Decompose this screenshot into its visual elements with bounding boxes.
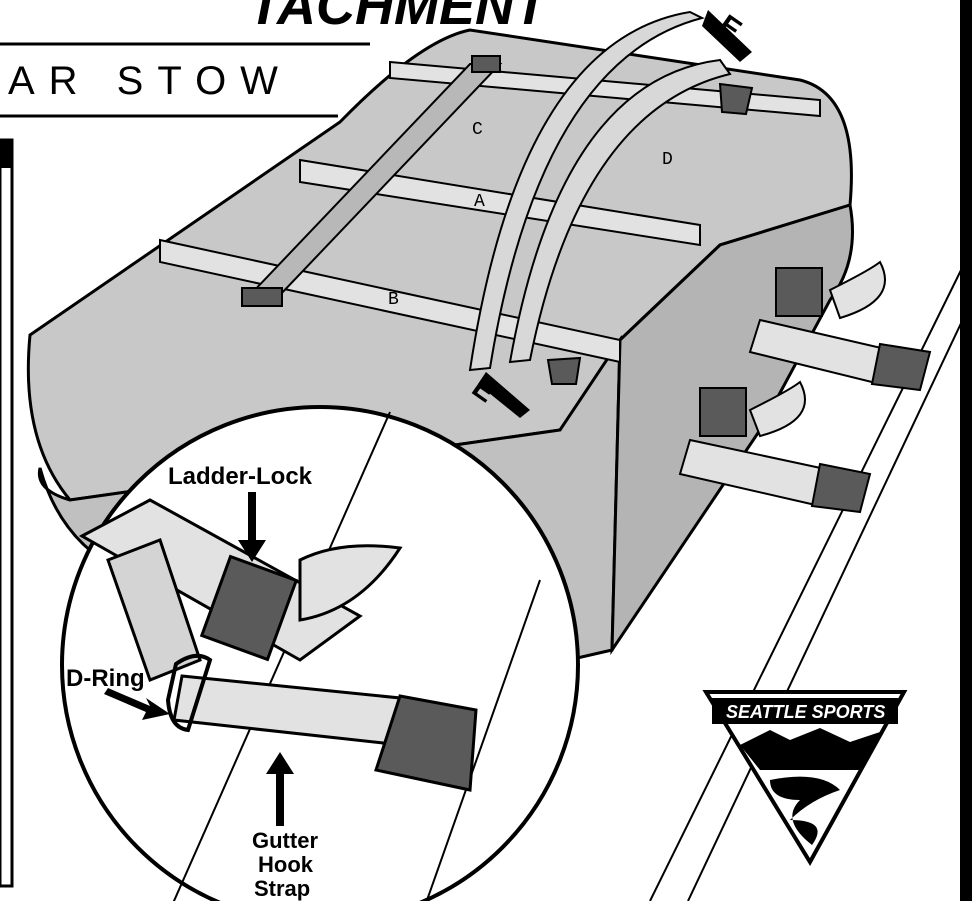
callout-gutter-line2: Hook <box>258 852 314 877</box>
detail-d-ring <box>165 653 213 733</box>
strap-label-c: C <box>472 120 483 140</box>
header-title: TACHMENT <box>248 0 551 36</box>
strap-label-d: D <box>662 150 673 170</box>
detail-gutter-line-1 <box>172 411 391 901</box>
ladder-lock-upper <box>775 267 823 317</box>
logo-river-icon <box>770 776 840 845</box>
logo-text: SEATTLE SPORTS <box>726 702 885 722</box>
gutter-hook-upper <box>870 342 932 392</box>
callout-gutter-line3: Strap <box>254 876 310 901</box>
header-subtitle: AR STOW <box>8 59 292 103</box>
detail-gutter-line-2 <box>425 579 541 901</box>
logo-banner <box>712 698 898 724</box>
strap-c-tab-top <box>471 55 501 73</box>
gutter-line-inner <box>687 299 972 901</box>
detail-strap-diagonal <box>106 538 202 682</box>
strap-label-e-top: E <box>712 9 747 48</box>
detail-gutter-hook <box>374 694 478 792</box>
seattle-sports-logo: SEATTLE SPORTS <box>702 690 908 866</box>
callout-d-ring: D-Ring <box>66 665 145 692</box>
arrow-gutter-hook-icon <box>266 752 294 826</box>
strap-tail-upper <box>828 260 886 320</box>
callout-gutter-line1: Gutter <box>252 828 318 853</box>
ladder-lock-lower <box>699 387 747 437</box>
arrow-e-bottom-icon <box>478 372 530 418</box>
logo-mountains-icon <box>740 728 880 770</box>
strap-d-buckle-top <box>718 82 754 116</box>
right-edge-bar <box>960 0 972 901</box>
detail-ladder-lock <box>199 554 299 662</box>
strap-label-a: A <box>474 192 485 212</box>
strap-c-tab-bottom <box>241 287 283 307</box>
strap-label-b: B <box>388 290 399 310</box>
strap-d-buckle-bottom <box>546 356 582 385</box>
arrow-e-top-icon <box>702 10 752 62</box>
callout-ladder-lock: Ladder-Lock <box>168 463 313 490</box>
gutter-hook-lower <box>810 462 872 514</box>
strap-tail-lower <box>748 380 806 438</box>
strap-d-loop-outer <box>468 10 705 372</box>
detail-strap-tail <box>298 544 403 622</box>
strap-d-loop-inner <box>508 58 732 364</box>
left-panel-box <box>0 138 14 888</box>
left-panel-header <box>0 140 12 168</box>
arrow-d-ring-icon <box>104 688 170 720</box>
arrow-ladder-lock-icon <box>238 492 266 562</box>
